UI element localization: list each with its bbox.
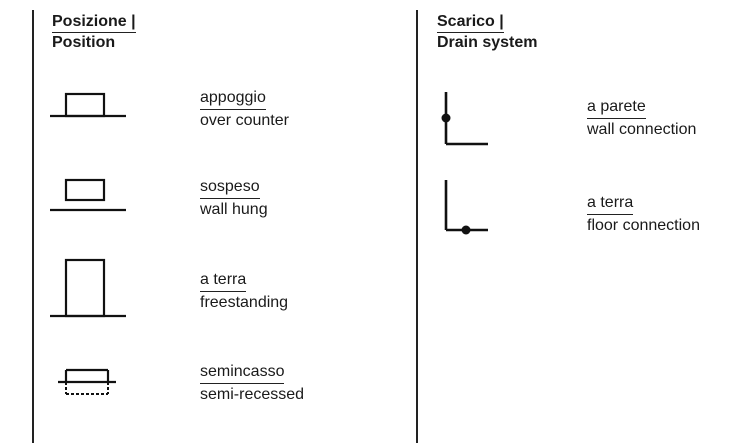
- drain-header-it: Scarico |: [437, 12, 504, 33]
- wall-hung-icon: [50, 178, 126, 212]
- drain-item-floor-connection: a terra floor connection: [587, 192, 700, 236]
- wall-connection-label-it: a parete: [587, 96, 646, 119]
- position-item-semi-recessed: semincasso semi-recessed: [200, 361, 304, 405]
- over-counter-label-en: over counter: [200, 112, 289, 129]
- freestanding-icon: [50, 258, 126, 318]
- drain-header-en: Drain system: [437, 34, 538, 51]
- wall-hung-label-en: wall hung: [200, 201, 268, 218]
- wall-drain-icon: [441, 92, 488, 146]
- floor-connection-label-en: floor connection: [587, 217, 700, 234]
- center-divider: [416, 10, 418, 443]
- drain-header: Scarico | Drain system: [437, 12, 538, 53]
- position-header-it: Posizione |: [52, 12, 136, 33]
- drain-item-wall-connection: a parete wall connection: [587, 96, 696, 140]
- over-counter-label-it: appoggio: [200, 87, 266, 110]
- floor-drain-icon: [444, 180, 488, 235]
- semi-recessed-label-en: semi-recessed: [200, 386, 305, 403]
- semi-recessed-label-it: semincasso: [200, 361, 285, 384]
- wall-hung-label-it: sospeso: [200, 176, 260, 199]
- position-header-en: Position: [52, 34, 116, 51]
- wall-connection-label-en: wall connection: [587, 121, 697, 138]
- position-item-wall-hung: sospeso wall hung: [200, 176, 268, 220]
- left-divider: [32, 10, 34, 443]
- freestanding-label-it: a terra: [200, 269, 247, 292]
- floor-connection-label-it: a terra: [587, 192, 634, 215]
- position-item-freestanding: a terra freestanding: [200, 269, 288, 313]
- over-counter-icon: [50, 92, 126, 118]
- semi-recessed-icon: [58, 368, 116, 395]
- freestanding-label-en: freestanding: [200, 294, 289, 311]
- position-item-over-counter: appoggio over counter: [200, 87, 289, 131]
- position-header: Posizione | Position: [52, 12, 136, 53]
